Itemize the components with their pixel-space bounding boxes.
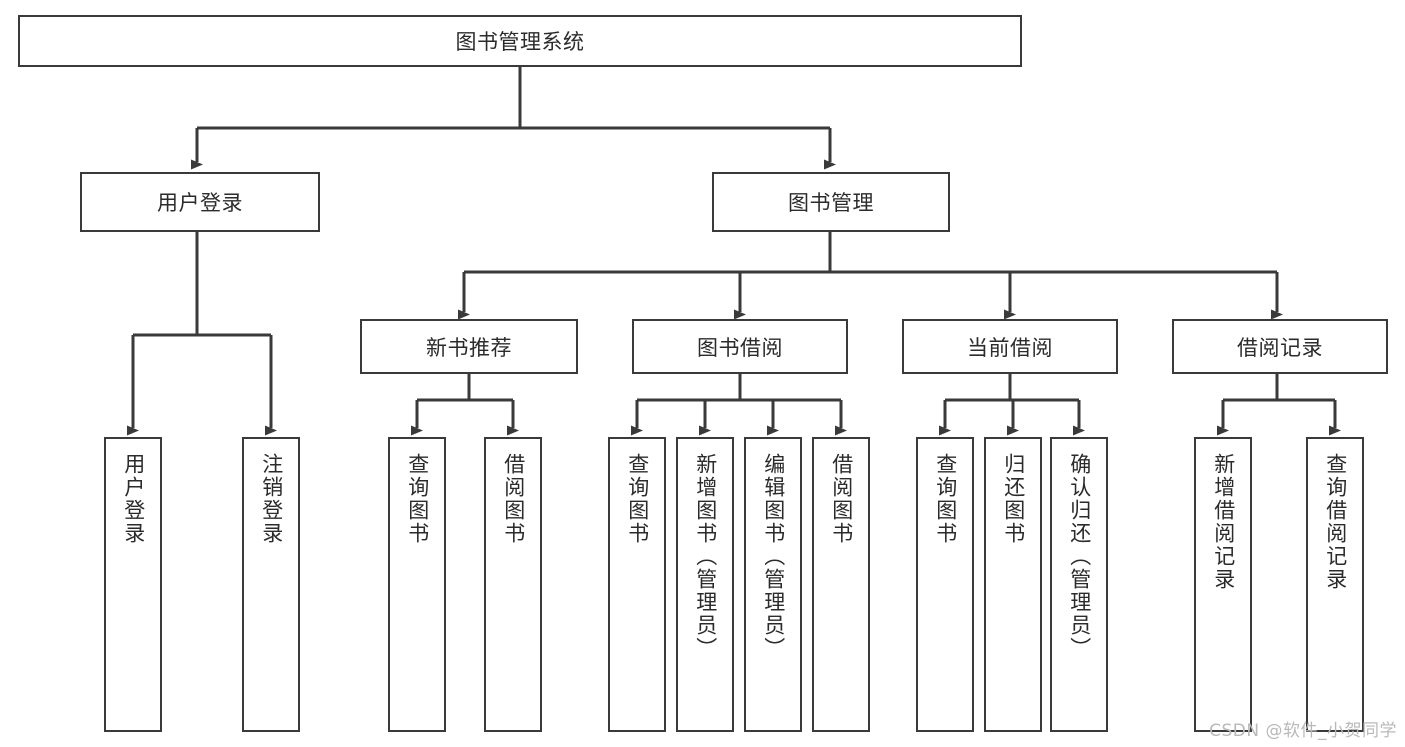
node-label: 借阅记录: [1237, 335, 1323, 360]
leaf-label: 查询借阅记录: [1323, 453, 1348, 591]
leaf-label: 查询图书: [405, 453, 430, 545]
leaf-label: 注销登录: [259, 453, 284, 545]
node-user-login[interactable]: 用户登录: [80, 172, 320, 232]
node-label: 图书借阅: [697, 335, 783, 360]
leaf-query-book-new[interactable]: 查询图书: [388, 437, 446, 732]
node-label: 图书管理系统: [455, 30, 585, 54]
leaf-add-book-admin[interactable]: 新增图书（管理员）: [676, 437, 734, 732]
leaf-label: 借阅图书: [829, 453, 854, 545]
node-label: 新书推荐: [426, 335, 512, 360]
node-new-book-recommend[interactable]: 新书推荐: [360, 319, 578, 374]
leaf-label: 新增借阅记录: [1211, 453, 1236, 591]
leaf-add-borrow-record[interactable]: 新增借阅记录: [1194, 437, 1252, 732]
node-current-borrow[interactable]: 当前借阅: [902, 319, 1118, 374]
node-book-borrow[interactable]: 图书借阅: [632, 319, 848, 374]
leaf-label: 新增图书（管理员）: [693, 453, 718, 660]
leaf-return-book[interactable]: 归还图书: [984, 437, 1042, 732]
node-label: 当前借阅: [967, 335, 1053, 360]
leaf-label: 借阅图书: [501, 453, 526, 545]
node-label: 图书管理: [788, 191, 874, 215]
leaf-logout-login[interactable]: 注销登录: [242, 437, 300, 732]
leaf-label: 查询图书: [625, 453, 650, 545]
leaf-user-login[interactable]: 用户登录: [104, 437, 162, 732]
node-borrow-record[interactable]: 借阅记录: [1172, 319, 1388, 374]
leaf-label: 用户登录: [121, 453, 146, 545]
node-label: 用户登录: [157, 191, 243, 215]
leaf-query-book-borrow[interactable]: 查询图书: [608, 437, 666, 732]
leaf-label: 归还图书: [1001, 453, 1026, 545]
leaf-confirm-return-admin[interactable]: 确认归还（管理员）: [1050, 437, 1108, 732]
leaf-query-borrow-record[interactable]: 查询借阅记录: [1306, 437, 1364, 732]
leaf-label: 编辑图书（管理员）: [761, 453, 786, 660]
leaf-query-book-current[interactable]: 查询图书: [916, 437, 974, 732]
csdn-watermark: CSDN @软件_小贺同学: [1209, 721, 1397, 741]
node-root-book-management-system[interactable]: 图书管理系统: [18, 15, 1022, 67]
leaf-borrow-book[interactable]: 借阅图书: [812, 437, 870, 732]
leaf-edit-book-admin[interactable]: 编辑图书（管理员）: [744, 437, 802, 732]
leaf-borrow-book-new[interactable]: 借阅图书: [484, 437, 542, 732]
leaf-label: 查询图书: [933, 453, 958, 545]
leaf-label: 确认归还（管理员）: [1067, 453, 1092, 660]
node-book-management[interactable]: 图书管理: [712, 172, 950, 232]
